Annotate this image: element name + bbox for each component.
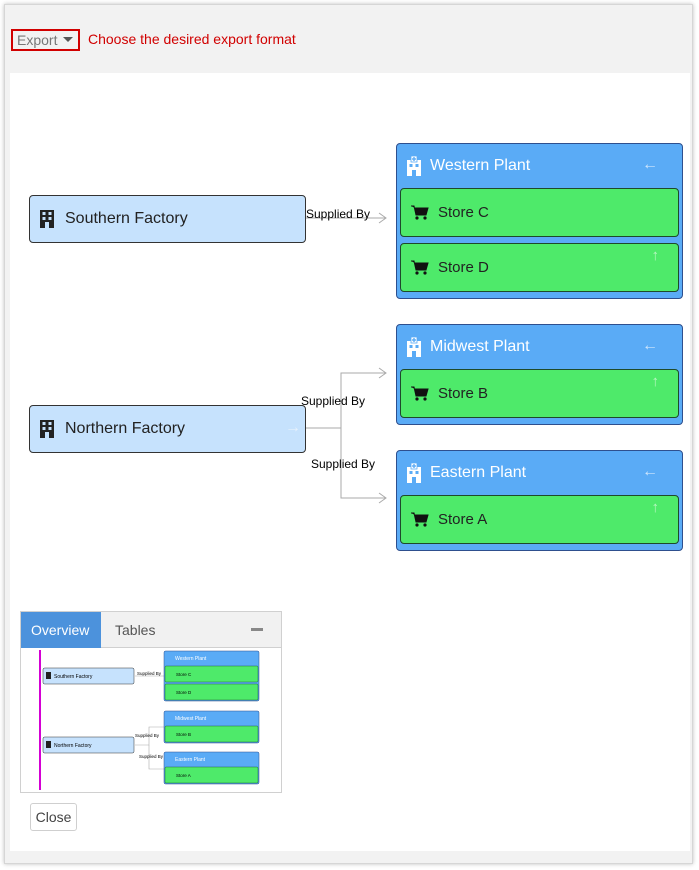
store-label: Store D xyxy=(438,259,489,276)
store-node-c[interactable]: Store C xyxy=(400,188,679,237)
arrowhead-icon xyxy=(378,492,387,504)
minimap-factory-northern xyxy=(42,736,135,754)
plant-node-western[interactable]: Western Plant ← Store C Store D ↑ xyxy=(396,143,683,299)
store-label: Store C xyxy=(438,204,489,221)
overview-tabs: Overview Tables xyxy=(21,612,281,648)
tab-overview[interactable]: Overview xyxy=(21,612,101,648)
export-label: Export xyxy=(17,32,58,48)
cart-icon xyxy=(411,260,429,275)
edge-label: Supplied By xyxy=(301,394,366,408)
factory-node-southern[interactable]: Southern Factory xyxy=(29,195,306,243)
minimap-factory-label: Northern Factory xyxy=(54,743,92,749)
edge-label: Supplied By xyxy=(306,207,371,221)
store-node-b[interactable]: Store B ↑ xyxy=(400,369,679,418)
minimap-store-label: Store A xyxy=(176,773,191,778)
plant-title: Western Plant xyxy=(430,157,531,174)
minimap-plant-label: Midwest Plant xyxy=(175,716,207,722)
minimap-factory-label: Southern Factory xyxy=(54,674,93,680)
minimap-store-label: Store B xyxy=(176,732,191,737)
edge-northern-midwest xyxy=(296,372,386,429)
plant-node-eastern[interactable]: Eastern Plant ← Store A ↑ xyxy=(396,450,683,551)
plant-title: Eastern Plant xyxy=(430,464,527,481)
hospital-building-icon xyxy=(407,337,421,357)
factory-node-northern[interactable]: Northern Factory → xyxy=(29,405,306,453)
minimap-store-label: Store C xyxy=(176,672,192,677)
arrow-left-icon[interactable]: ← xyxy=(642,156,658,173)
minimap-edge-label: Supplied By xyxy=(139,754,164,759)
overview-panel: Overview Tables Supplied By Supplied By … xyxy=(20,611,282,793)
caret-down-icon xyxy=(63,37,73,42)
minimap-edge-label: Supplied By xyxy=(137,671,162,676)
minimap-store-label: Store D xyxy=(176,690,192,695)
edge-label: Supplied By xyxy=(311,457,376,471)
minimap-edge-label: Supplied By xyxy=(135,733,160,738)
hospital-building-icon xyxy=(407,156,421,176)
minimap-factory-southern xyxy=(42,667,135,685)
minimize-icon[interactable] xyxy=(251,628,263,631)
arrow-right-icon[interactable]: → xyxy=(285,419,301,436)
close-button[interactable]: Close xyxy=(30,803,77,831)
cart-icon xyxy=(411,512,429,527)
arrow-left-icon[interactable]: ← xyxy=(642,337,658,354)
arrowhead-icon xyxy=(378,367,387,379)
arrow-up-icon[interactable]: ↑ xyxy=(651,247,660,264)
building-icon xyxy=(40,210,54,228)
edge-northern-eastern xyxy=(340,428,386,499)
factory-label: Southern Factory xyxy=(65,210,188,227)
plant-node-midwest[interactable]: Midwest Plant ← Store B ↑ xyxy=(396,324,683,425)
minimap-plant-label: Eastern Plant xyxy=(175,757,206,763)
cart-icon xyxy=(411,205,429,220)
export-dropdown[interactable]: Export xyxy=(11,29,80,51)
store-label: Store B xyxy=(438,385,489,402)
arrow-left-icon[interactable]: ← xyxy=(642,463,658,480)
overview-minimap[interactable]: Supplied By Supplied By Supplied By Sout… xyxy=(21,649,281,792)
store-node-d[interactable]: Store D ↑ xyxy=(400,243,679,292)
building-icon xyxy=(40,420,54,438)
export-hint: Choose the desired export format xyxy=(88,31,296,47)
store-node-a[interactable]: Store A ↑ xyxy=(400,495,679,544)
hospital-building-icon xyxy=(407,463,421,483)
viewport-indicator xyxy=(39,650,41,790)
arrowhead-icon xyxy=(378,212,387,224)
factory-label: Northern Factory xyxy=(65,420,186,437)
arrow-up-icon[interactable]: ↑ xyxy=(651,499,660,516)
edge-layer xyxy=(296,212,387,504)
plant-title: Midwest Plant xyxy=(430,338,530,355)
tab-tables[interactable]: Tables xyxy=(115,622,156,638)
store-label: Store A xyxy=(438,511,488,528)
minimap-plant-label: Western Plant xyxy=(175,656,207,662)
arrow-up-icon[interactable]: ↑ xyxy=(651,373,660,390)
cart-icon xyxy=(411,386,429,401)
minimap-svg: Supplied By Supplied By Supplied By Sout… xyxy=(39,650,260,790)
